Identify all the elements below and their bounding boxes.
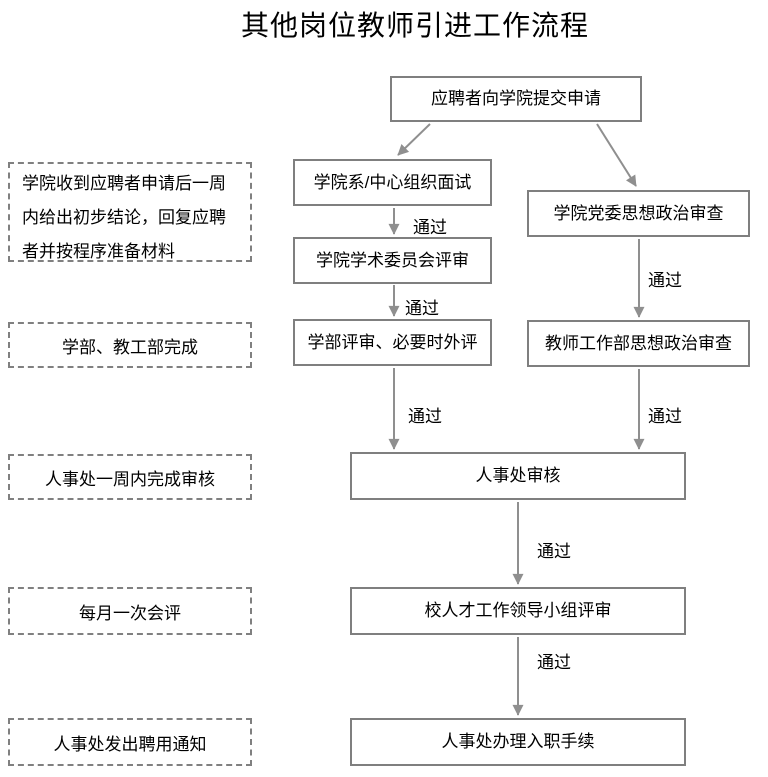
edge-label-pass: 通过 [408, 407, 442, 426]
arrow-submit-to-party [596, 123, 637, 187]
edge-label-pass: 通过 [413, 218, 447, 237]
annotation-faculty-teacherwork-done: 学部、教工部完成 [8, 322, 252, 368]
annotation-college-initial-reply: 学院收到应聘者申请后一周内给出初步结论，回复应聘者并按程序准备材料 [8, 162, 252, 262]
page-title: 其他岗位教师引进工作流程 [240, 10, 590, 41]
flow-node-onboarding: 人事处办理入职手续 [350, 718, 686, 766]
edge-label-pass: 通过 [537, 653, 571, 672]
flow-node-academic-committee: 学院学术委员会评审 [293, 237, 492, 284]
flow-node-hr-review: 人事处审核 [350, 452, 686, 500]
flow-node-faculty-review: 学部评审、必要时外评 [293, 319, 492, 366]
annotation-hr-employment-notice: 人事处发出聘用通知 [8, 718, 252, 766]
annotation-monthly-meeting: 每月一次会评 [8, 587, 252, 635]
edge-label-pass: 通过 [537, 542, 571, 561]
flow-node-submit-application: 应聘者向学院提交申请 [390, 76, 642, 122]
flow-node-teacher-work-political-review: 教师工作部思想政治审查 [527, 320, 750, 367]
arrow-submit-to-interview [397, 123, 431, 156]
flow-node-department-interview: 学院系/中心组织面试 [293, 159, 492, 206]
edge-label-pass: 通过 [648, 271, 682, 290]
annotation-hr-one-week: 人事处一周内完成审核 [8, 454, 252, 500]
edge-label-pass: 通过 [405, 299, 439, 318]
edge-label-pass: 通过 [648, 407, 682, 426]
flow-node-party-political-review: 学院党委思想政治审查 [527, 190, 750, 237]
flow-node-talent-leading-group: 校人才工作领导小组评审 [350, 587, 686, 635]
